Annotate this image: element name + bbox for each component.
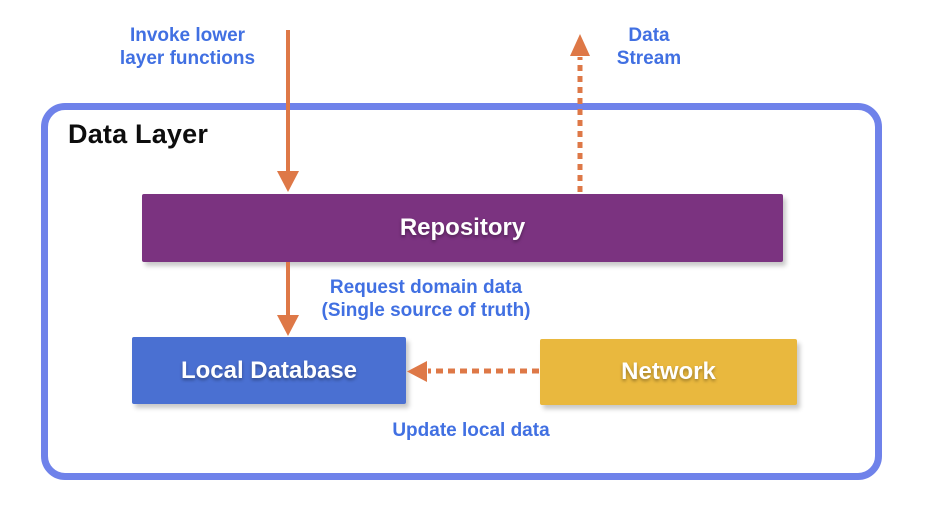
local-database-label: Local Database bbox=[180, 356, 358, 384]
repository-label: Repository bbox=[399, 214, 526, 241]
invoke-lower-label-line2: layer functions bbox=[119, 48, 256, 69]
network-box: Network bbox=[540, 339, 797, 405]
request-domain-data-label: Request domain data (Single source of tr… bbox=[296, 276, 556, 322]
request-domain-data-label-line2: (Single source of truth) bbox=[321, 300, 531, 321]
data-layer-title: Data Layer bbox=[68, 119, 209, 149]
request-domain-data-label-line1: Request domain data bbox=[329, 277, 523, 298]
data-stream-label-line2: Stream bbox=[616, 48, 682, 69]
data-stream-label-line1: Data bbox=[628, 25, 670, 46]
local-database-box: Local Database bbox=[132, 337, 406, 404]
repository-box: Repository bbox=[142, 194, 783, 262]
invoke-lower-label: Invoke lower layer functions bbox=[95, 24, 280, 70]
update-local-data-label: Update local data bbox=[392, 420, 550, 441]
network-label: Network bbox=[621, 358, 716, 385]
invoke-lower-label-line1: Invoke lower bbox=[129, 25, 246, 46]
data-stream-label: Data Stream bbox=[599, 24, 699, 70]
data-layer-frame bbox=[41, 103, 882, 480]
